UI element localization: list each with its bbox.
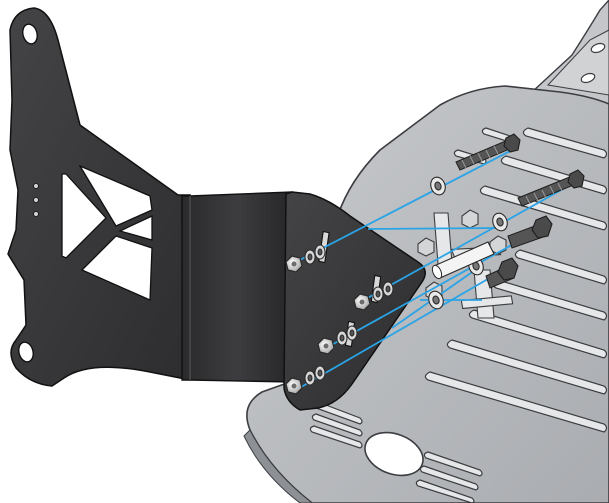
bolt	[455, 133, 521, 171]
bracket-truss-cutouts	[61, 164, 153, 301]
bracket-small-holes	[33, 183, 39, 217]
nut	[285, 255, 303, 273]
bolt	[485, 257, 519, 289]
skid-plate-edge	[243, 429, 313, 503]
skid-plate-large-hole	[364, 431, 424, 477]
hardware	[285, 133, 585, 395]
washer	[304, 244, 394, 386]
bracket-bend	[181, 191, 293, 383]
nut	[285, 377, 303, 395]
bolt	[507, 215, 553, 249]
spacer	[431, 241, 495, 280]
nut	[317, 337, 335, 355]
bracket-top-hole	[22, 23, 38, 45]
skid-plate-upper-face	[546, 29, 609, 96]
washer	[428, 176, 508, 310]
bracket-bottom-hole	[18, 341, 34, 363]
bolt	[517, 169, 585, 207]
skid-plate-holes-top	[580, 42, 606, 84]
nut	[353, 293, 371, 311]
